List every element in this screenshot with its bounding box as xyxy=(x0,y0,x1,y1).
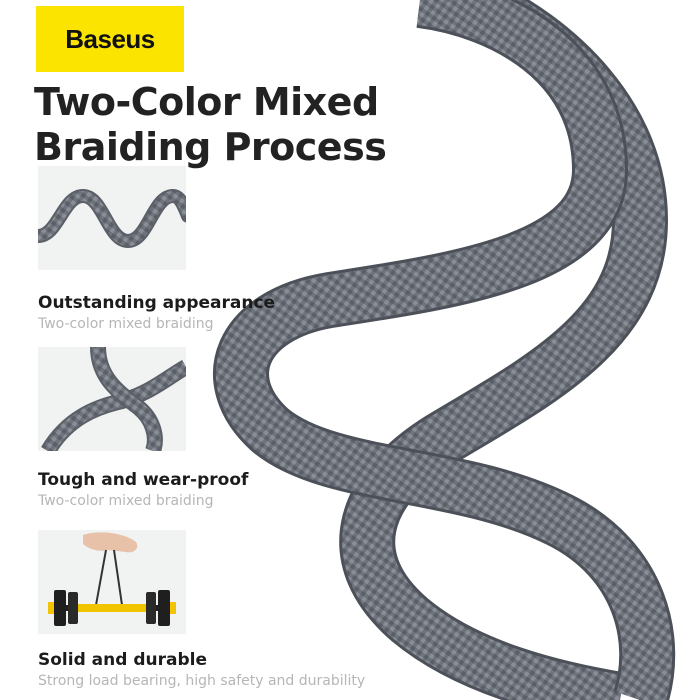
feature-title-durable: Solid and durable xyxy=(38,650,207,670)
brand-logo: Baseus xyxy=(36,6,184,72)
feature-title-appearance: Outstanding appearance xyxy=(38,293,276,313)
feature-title-tough: Tough and wear-proof xyxy=(38,470,249,490)
wavy-cable-image xyxy=(38,166,186,270)
title-line-2: Braiding Process xyxy=(34,125,387,169)
page-title: Two-Color Mixed Braiding Process xyxy=(34,80,387,170)
feature-subtitle-appearance: Two-color mixed braiding xyxy=(38,316,214,332)
feature-subtitle-tough: Two-color mixed braiding xyxy=(38,493,214,509)
knotted-cable-image xyxy=(38,347,186,451)
dumbbell-lifted-by-cable-image xyxy=(38,530,186,634)
brand-name: Baseus xyxy=(65,23,155,54)
title-line-1: Two-Color Mixed xyxy=(34,80,379,124)
feature-subtitle-durable: Strong load bearing, high safety and dur… xyxy=(38,673,366,689)
